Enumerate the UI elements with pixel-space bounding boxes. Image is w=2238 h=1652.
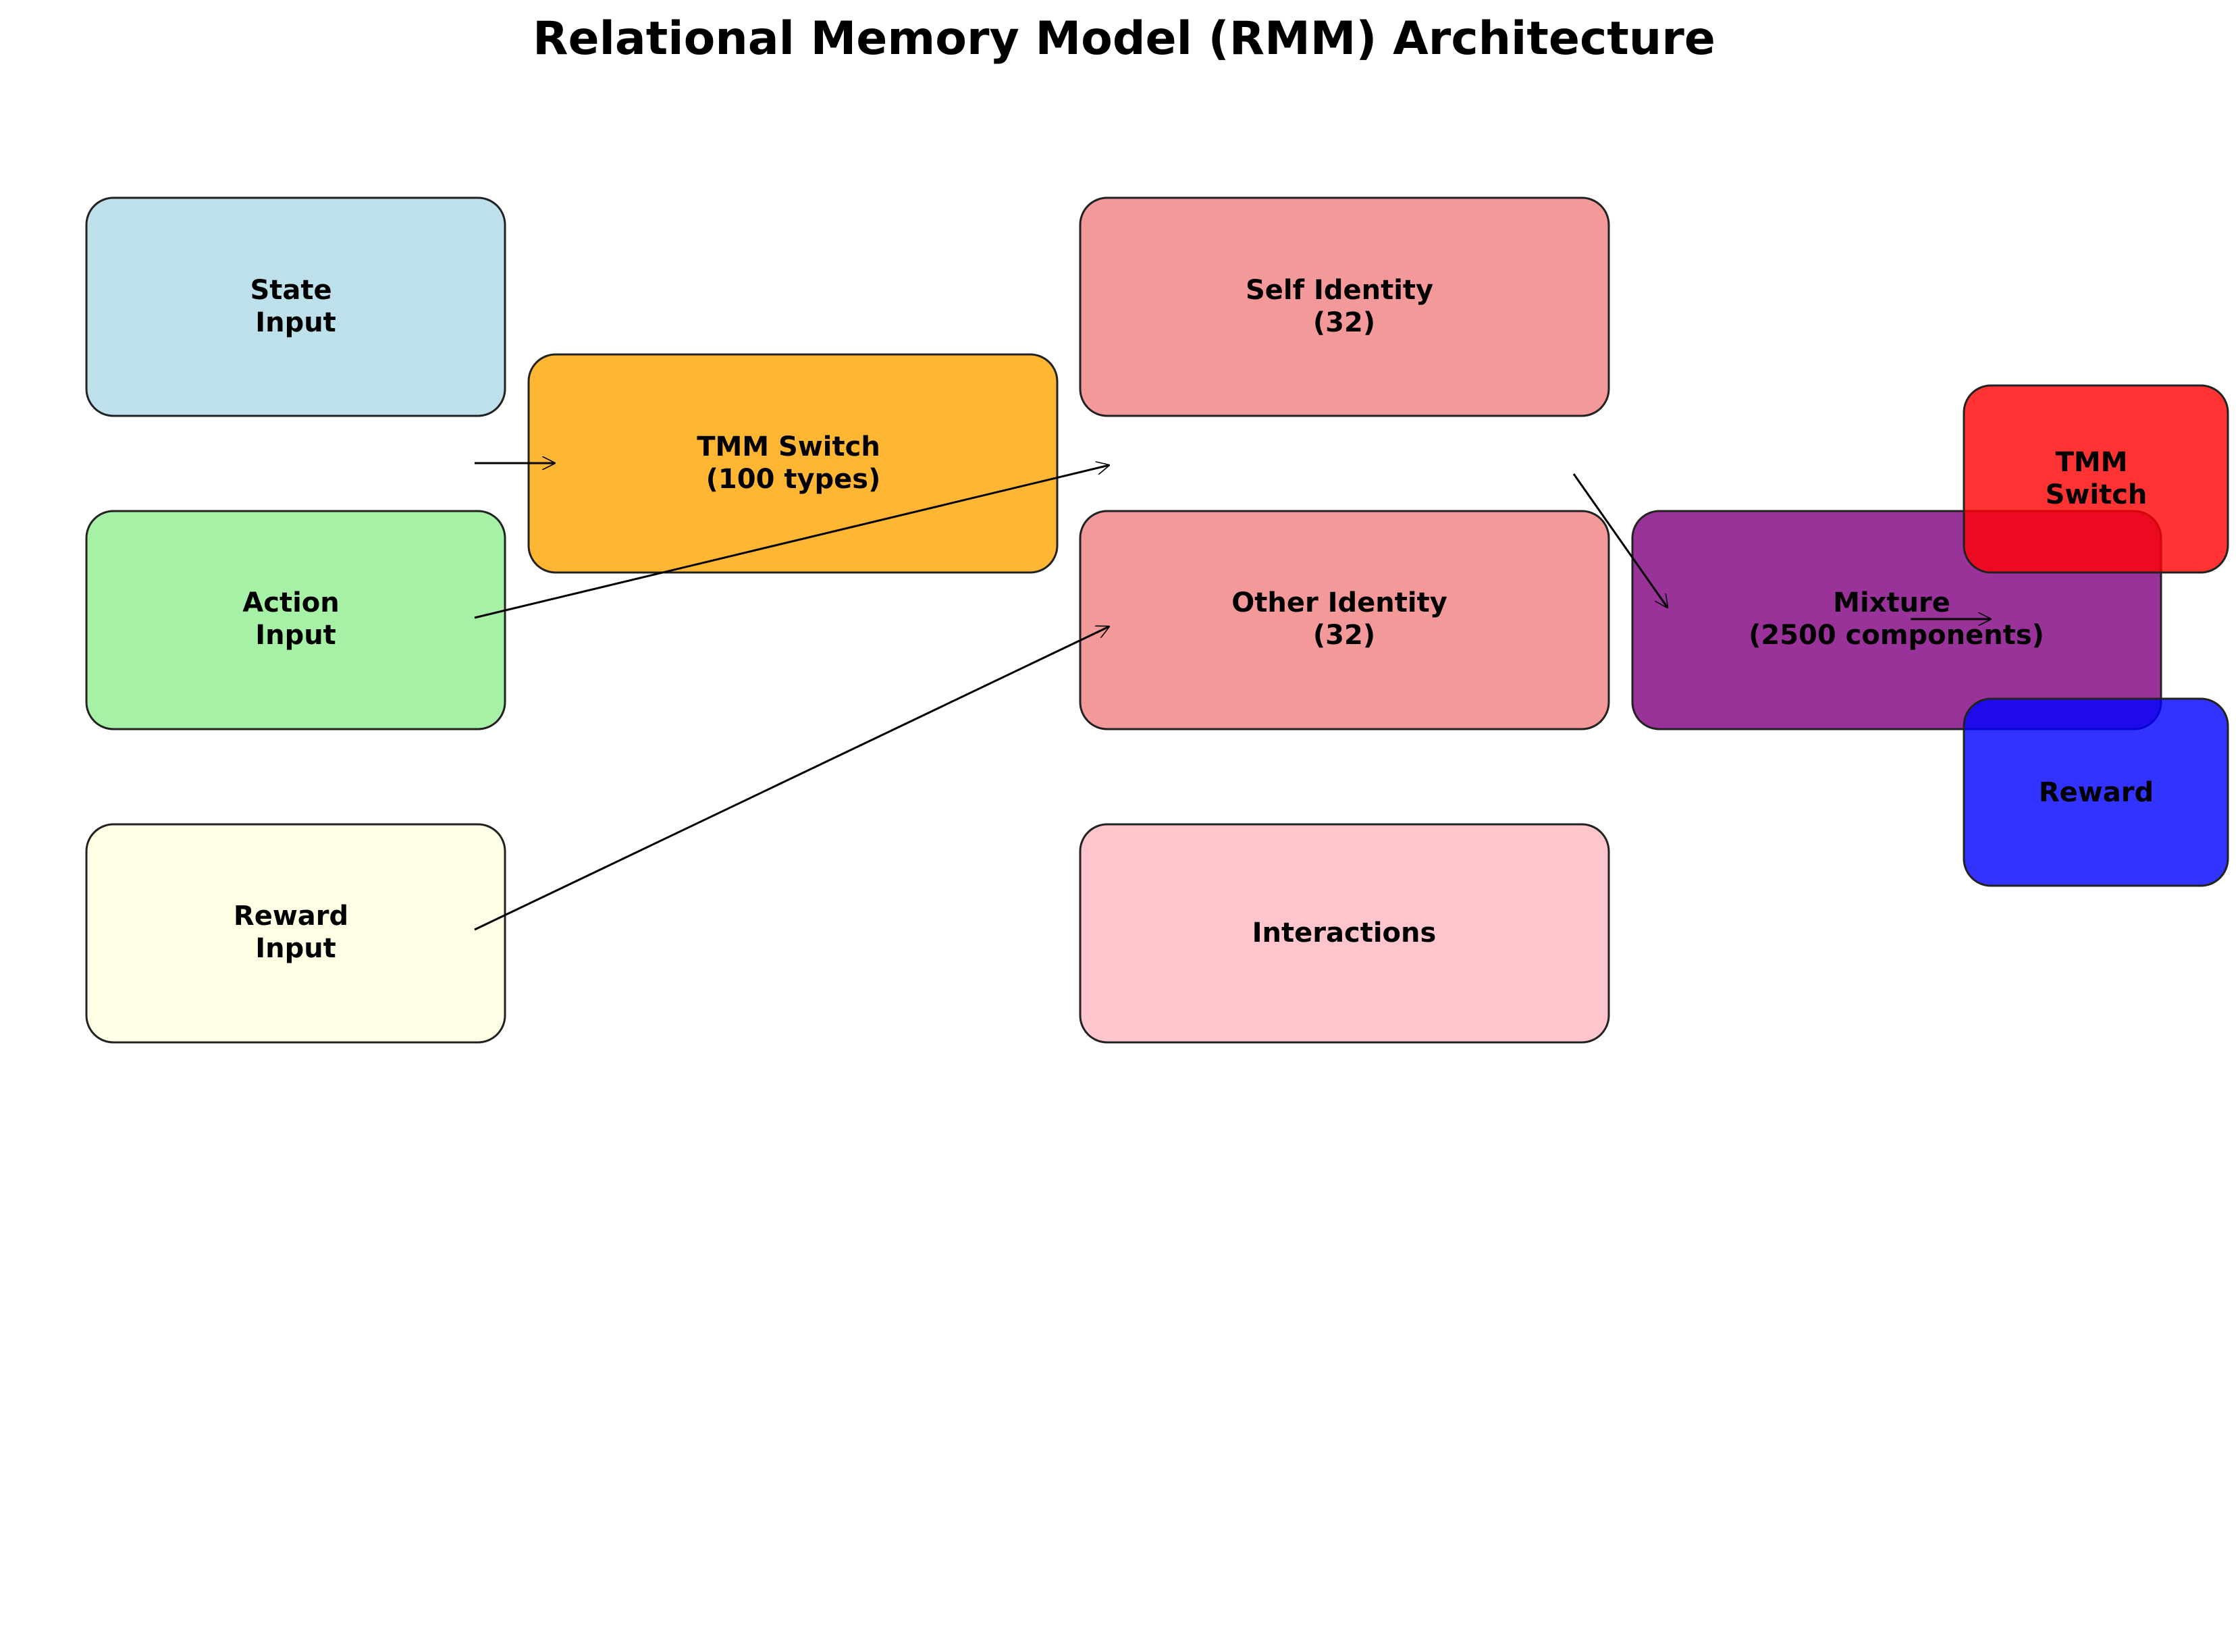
node-self-identity-line-2: (32) bbox=[1313, 307, 1375, 338]
node-action-input: Action Input bbox=[85, 510, 506, 730]
svg-text:Reward Input: Reward Input bbox=[234, 901, 358, 964]
arrow-action-to-self-identity bbox=[474, 465, 1109, 619]
node-interactions-box bbox=[1079, 823, 1610, 1044]
node-interactions-line-1: Interactions bbox=[1252, 917, 1437, 949]
svg-text:Mixture (2500 components: Mixture (2500 components) bbox=[1749, 587, 2044, 651]
node-tmm-switch-output-line-2: Switch bbox=[2046, 479, 2148, 510]
node-tmm-switch-output: TMM Switch bbox=[1963, 384, 2229, 574]
node-other-identity-line-2: (32) bbox=[1313, 620, 1375, 651]
node-reward-input-line-2: Input bbox=[255, 933, 336, 964]
svg-text:Self Identity (32): Self Identity (32) bbox=[1246, 275, 1443, 338]
svg-text:State Input: State Input bbox=[250, 275, 341, 338]
node-state-input: State Input bbox=[85, 196, 506, 417]
node-action-input-box bbox=[85, 510, 506, 730]
node-state-input-line-2: Input bbox=[255, 307, 336, 338]
svg-text:TMM Switch: TMM Switch bbox=[2046, 447, 2148, 510]
node-mixture-line-1: Mixture bbox=[1833, 587, 1950, 618]
arrow-self-identity-to-mixture bbox=[1572, 473, 1668, 608]
node-other-identity: Other Identity (32) bbox=[1079, 510, 1610, 730]
node-self-identity: Self Identity (32) bbox=[1079, 196, 1610, 417]
node-tmm-switch-line-1: TMM Switch bbox=[697, 431, 880, 462]
node-state-input-box bbox=[85, 196, 506, 417]
node-tmm-switch: TMM Switch (100 types) bbox=[527, 353, 1059, 574]
node-reward-output-box bbox=[1963, 697, 2229, 887]
node-tmm-switch-output-line-1: TMM bbox=[2056, 447, 2128, 478]
node-mixture-line-2: (2500 components) bbox=[1749, 620, 2044, 651]
node-reward-input-line-1: Reward bbox=[234, 901, 348, 932]
node-other-identity-box bbox=[1079, 510, 1610, 730]
node-reward-input: Reward Input bbox=[85, 823, 506, 1044]
node-reward-output-line-1: Reward bbox=[2039, 777, 2154, 808]
svg-text:Action Input: Action Input bbox=[242, 587, 348, 651]
node-state-input-line-1: State bbox=[250, 275, 331, 306]
node-self-identity-line-1: Self Identity bbox=[1246, 275, 1433, 306]
node-reward-output: Reward bbox=[1963, 697, 2229, 887]
svg-text:Interactions: Interactions bbox=[1252, 917, 1437, 949]
node-action-input-line-2: Input bbox=[255, 620, 336, 651]
svg-text:Reward: Reward bbox=[2039, 777, 2154, 808]
node-self-identity-box bbox=[1079, 196, 1610, 417]
svg-text:TMM Switch (100 types): TMM Switch (100 types) bbox=[697, 431, 890, 495]
diagram-title: Relational Memory Model (RMM) Architectu… bbox=[533, 12, 1715, 65]
node-tmm-switch-output-box bbox=[1963, 384, 2229, 574]
node-interactions: Interactions bbox=[1079, 823, 1610, 1044]
node-other-identity-line-1: Other Identity bbox=[1231, 587, 1447, 618]
node-reward-input-box bbox=[85, 823, 506, 1044]
svg-text:Other Identity (32): Other Identity (32) bbox=[1231, 587, 1456, 651]
arrow-reward-to-other-identity bbox=[474, 627, 1109, 931]
node-tmm-switch-line-2: (100 types) bbox=[706, 464, 881, 495]
node-action-input-line-1: Action bbox=[242, 587, 339, 618]
